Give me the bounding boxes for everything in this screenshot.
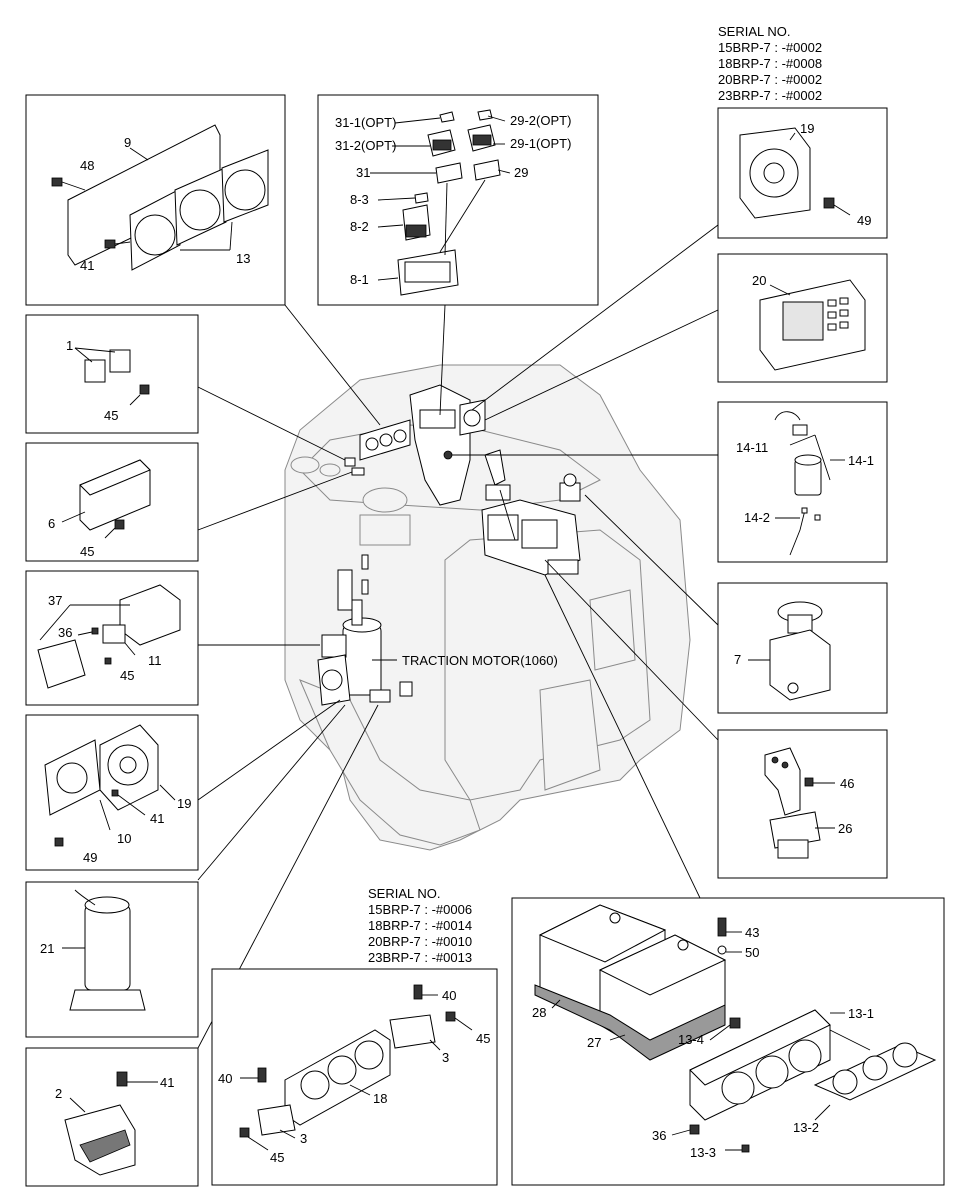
- part-number-label: 19: [177, 796, 191, 811]
- traction-motor-label: TRACTION MOTOR(1060): [402, 653, 558, 668]
- detail-box-fan-19-top: 19 49: [717, 107, 888, 239]
- part-number-label: 18BRP-7 : -#0008: [718, 56, 822, 71]
- part-number-label: 29: [514, 165, 528, 180]
- serial-note-bottom: SERIAL NO. 15BRP-7 : -#0006 18BRP-7 : -#…: [368, 886, 472, 965]
- traction-motor: [317, 599, 413, 706]
- detail-box-component-21: 21: [25, 881, 199, 1038]
- detail-box-fan-19-left: 19 41 10 49: [25, 714, 199, 871]
- part-number-label: SERIAL NO.: [368, 886, 440, 901]
- part-number-label: 20BRP-7 : -#0002: [718, 72, 822, 87]
- part-number-label: 27: [587, 1035, 601, 1050]
- part-number-label: 19: [800, 121, 814, 136]
- detail-box-pedal: 41 2: [25, 1047, 199, 1187]
- detail-box-fan-bracket-18: 40 45 3 40 18 3 45: [211, 968, 498, 1186]
- detail-box-controllers: 43 50 28 27 13-4 13-1 36 13-3 13-2: [511, 897, 945, 1186]
- detail-box-emergency-switch: 7: [717, 582, 888, 714]
- part-number-label: 21: [40, 941, 54, 956]
- part-number-label: 45: [80, 544, 94, 559]
- part-number-label: 8-2: [350, 219, 369, 234]
- part-number-label: SERIAL NO.: [718, 24, 790, 39]
- part-number-label: 23BRP-7 : -#0013: [368, 950, 472, 965]
- part-number-label: 14-11: [736, 440, 768, 455]
- part-number-label: 45: [120, 668, 134, 683]
- part-number-label: 31-1(OPT): [335, 115, 396, 130]
- part-number-label: 13-3: [690, 1145, 716, 1160]
- part-number-label: 15BRP-7 : -#0006: [368, 902, 472, 917]
- part-number-label: 7: [734, 652, 741, 667]
- part-number-label: 41: [160, 1075, 174, 1090]
- part-number-label: 8-3: [350, 192, 369, 207]
- part-number-label: 14-2: [744, 510, 770, 525]
- part-number-label: 1: [66, 338, 73, 353]
- part-number-label: 37: [48, 593, 62, 608]
- part-number-label: 31: [356, 165, 370, 180]
- part-number-label: 15BRP-7 : -#0002: [718, 40, 822, 55]
- part-number-label: 3: [442, 1050, 449, 1065]
- part-number-label: 3: [300, 1131, 307, 1146]
- part-number-label: 10: [117, 831, 131, 846]
- part-number-label: 26: [838, 821, 852, 836]
- part-number-label: 13-1: [848, 1006, 874, 1021]
- part-number-label: 18: [373, 1091, 387, 1106]
- part-number-label: 50: [745, 945, 759, 960]
- detail-box-fan-panel: 9 48 41 13: [25, 94, 286, 306]
- detail-box-relays: 1 45: [25, 314, 199, 434]
- leader-lines: [197, 224, 719, 1049]
- part-number-label: 40: [442, 988, 456, 1003]
- detail-box-key-switch: 14-11 14-1 14-2: [717, 401, 888, 563]
- part-number-label: 31-2(OPT): [335, 138, 396, 153]
- part-number-label: 9: [124, 135, 131, 150]
- detail-box-switches: 31-1(OPT) 31-2(OPT) 31 8-3 8-2 8-1 29-2(…: [317, 94, 599, 306]
- part-number-label: 8-1: [350, 272, 369, 287]
- part-number-label: 48: [80, 158, 94, 173]
- truck-body: [284, 364, 691, 851]
- part-number-label: 14-1: [848, 453, 874, 468]
- part-number-label: 23BRP-7 : -#0002: [718, 88, 822, 103]
- part-number-label: 29-1(OPT): [510, 136, 571, 151]
- part-number-label: 13-2: [793, 1120, 819, 1135]
- part-number-label: 43: [745, 925, 759, 940]
- part-number-label: 18BRP-7 : -#0014: [368, 918, 472, 933]
- part-number-label: 45: [476, 1031, 490, 1046]
- part-number-label: 41: [80, 258, 94, 273]
- part-number-label: 20BRP-7 : -#0010: [368, 934, 472, 949]
- part-number-label: 2: [55, 1086, 62, 1101]
- part-number-label: 20: [752, 273, 766, 288]
- part-number-label: 13-4: [678, 1032, 704, 1047]
- part-number-label: 36: [652, 1128, 666, 1143]
- part-number-label: 13: [236, 251, 250, 266]
- part-number-label: 45: [270, 1150, 284, 1165]
- detail-box-joystick: 46 26: [717, 729, 888, 879]
- detail-box-bracket-37: 37 36 11 45: [25, 570, 199, 706]
- part-number-label: 45: [104, 408, 118, 423]
- detail-box-display: 20: [717, 253, 888, 383]
- part-number-label: 29-2(OPT): [510, 113, 571, 128]
- part-number-label: 49: [83, 850, 97, 865]
- part-number-label: 28: [532, 1005, 546, 1020]
- part-number-label: 41: [150, 811, 164, 826]
- part-number-label: 40: [218, 1071, 232, 1086]
- part-number-label: 49: [857, 213, 871, 228]
- serial-note-top: SERIAL NO. 15BRP-7 : -#0002 18BRP-7 : -#…: [718, 24, 822, 103]
- part-number-label: 6: [48, 516, 55, 531]
- part-number-label: 46: [840, 776, 854, 791]
- part-number-label: 36: [58, 625, 72, 640]
- part-number-label: 11: [148, 653, 162, 668]
- detail-box-module-6: 6 45: [25, 442, 199, 562]
